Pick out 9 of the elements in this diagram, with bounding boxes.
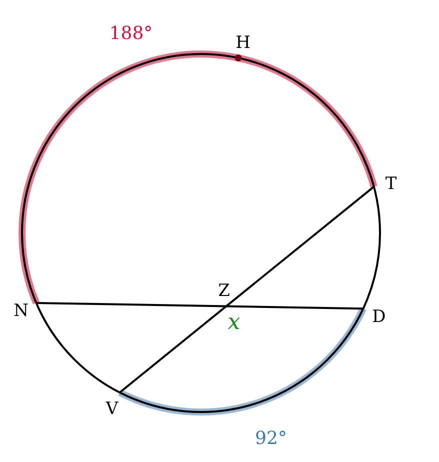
- arc-measure-label: 188°: [109, 23, 153, 44]
- point-label: Z: [218, 281, 230, 301]
- point-label: H: [236, 33, 250, 53]
- point-label: N: [14, 301, 28, 321]
- angle-label: x: [228, 310, 240, 335]
- point-label: T: [385, 174, 397, 194]
- point-label: D: [372, 307, 386, 327]
- point-label: V: [106, 399, 118, 419]
- arc-measure-label: 92°: [255, 428, 287, 449]
